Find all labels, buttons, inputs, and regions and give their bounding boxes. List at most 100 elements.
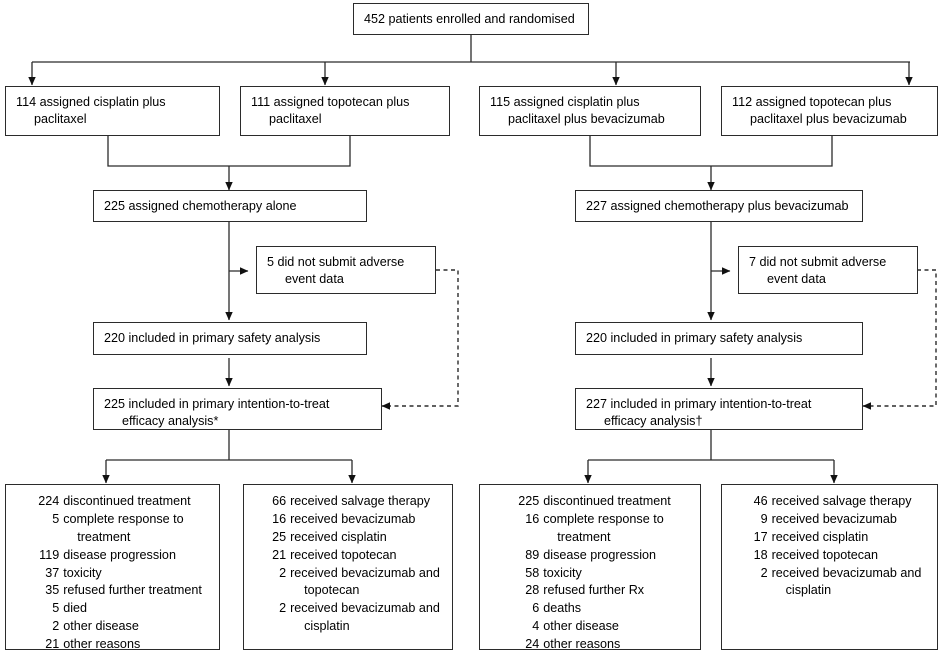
list-item-label: received topotecan <box>290 547 397 562</box>
list-item-count: 2 <box>279 565 287 580</box>
list-item-count: 16 <box>525 511 540 526</box>
node-safety-right-text: 220 included in primary safety analysis <box>586 331 803 345</box>
list-item-count: 2 <box>52 619 60 634</box>
list-item-count: 35 <box>45 583 60 598</box>
list-item-label-continued: cisplatin <box>785 583 832 598</box>
list-item-label-continued: topotecan <box>304 583 360 598</box>
list-item-label: refused further Rx <box>543 583 645 598</box>
list-item-label: discontinued treatment <box>543 494 671 508</box>
list-item-label: received topotecan <box>771 547 879 562</box>
node-chemo-alone-text: 225 assigned chemotherapy alone <box>104 198 297 213</box>
list-item-label: discontinued treatment <box>63 494 191 508</box>
list-item-count: 89 <box>525 547 540 562</box>
node-arm4-text: 112 assigned topotecan plus paclitaxel p… <box>732 95 907 126</box>
list-item-label: died <box>63 601 88 616</box>
list-item-count: 37 <box>45 565 60 580</box>
list-item-count: 6 <box>532 601 540 616</box>
list-item-count: 24 <box>525 637 540 651</box>
node-exclusion-right: 7 did not submit adverse event data <box>738 246 918 294</box>
list-item-count: 16 <box>272 511 287 526</box>
list-item-label: disease progression <box>543 547 657 562</box>
list-item-label: refused further treatment <box>63 583 202 598</box>
node-chemo-alone: 225 assigned chemotherapy alone <box>93 190 367 222</box>
list-item-label: received salvage therapy <box>290 494 431 508</box>
node-exclusion-left-text: 5 did not submit adverse event data <box>267 255 405 286</box>
node-enrolled-text: 452 patients enrolled and randomised <box>364 11 575 26</box>
node-arm3-text: 115 assigned cisplatin plus paclitaxel p… <box>490 95 665 126</box>
list-item-count: 5 <box>52 511 60 526</box>
list-item-label: received cisplatin <box>290 529 387 544</box>
node-itt-analysis-right: 227 included in primary intention-to-tre… <box>575 388 863 430</box>
list-item-label: toxicity <box>543 565 582 580</box>
node-arm-cisplatin-paclitaxel: 114 assigned cisplatin plus paclitaxel <box>5 86 220 136</box>
node-exclusion-left: 5 did not submit adverse event data <box>256 246 436 294</box>
list-item-label: received bevacizumab <box>290 511 416 526</box>
node-arm1-text: 114 assigned cisplatin plus paclitaxel <box>16 95 166 126</box>
list-item-label: other reasons <box>543 637 621 651</box>
node-chemo-plus-bevacizumab: 227 assigned chemotherapy plus bevacizum… <box>575 190 863 222</box>
node-itt-right-text: 227 included in primary intention-to-tre… <box>586 397 812 428</box>
node-arm-topotecan-paclitaxel-bev: 112 assigned topotecan plus paclitaxel p… <box>721 86 938 136</box>
node-itt-left-text: 225 included in primary intention-to-tre… <box>104 397 330 428</box>
node-safety-analysis-left: 220 included in primary safety analysis <box>93 322 367 355</box>
list-item-label-continued: cisplatin <box>304 619 350 634</box>
node-safety-analysis-right: 220 included in primary safety analysis <box>575 322 863 355</box>
list-item-label: deaths <box>543 601 582 616</box>
list-item-count: 2 <box>760 565 768 580</box>
list-item-count: 17 <box>753 529 768 544</box>
list-item-count: 21 <box>45 637 60 651</box>
list-item-count: 66 <box>272 494 287 508</box>
list-item-label: other reasons <box>63 637 141 651</box>
list-item-label: disease progression <box>63 547 176 562</box>
connector-merge-right <box>589 136 833 167</box>
node-arm-topotecan-paclitaxel: 111 assigned topotecan plus paclitaxel <box>240 86 450 136</box>
list-item-count: 28 <box>525 583 540 598</box>
list-item-count: 224 <box>38 494 60 508</box>
node-safety-left-text: 220 included in primary safety analysis <box>104 331 321 345</box>
list-item-label: received salvage therapy <box>771 494 912 508</box>
list-item-label: toxicity <box>63 565 102 580</box>
list-item-count: 18 <box>753 547 768 562</box>
node-exclusion-right-text: 7 did not submit adverse event data <box>749 255 887 286</box>
node-itt-analysis-left: 225 included in primary intention-to-tre… <box>93 388 382 430</box>
node-arm2-text: 111 assigned topotecan plus paclitaxel <box>251 95 410 126</box>
list-item-count: 9 <box>760 511 768 526</box>
node-enrolled: 452 patients enrolled and randomised <box>353 3 589 35</box>
list-item-label: other disease <box>543 619 619 634</box>
list-item-label-continued: treatment <box>557 529 611 544</box>
list-item-count: 4 <box>532 619 540 634</box>
